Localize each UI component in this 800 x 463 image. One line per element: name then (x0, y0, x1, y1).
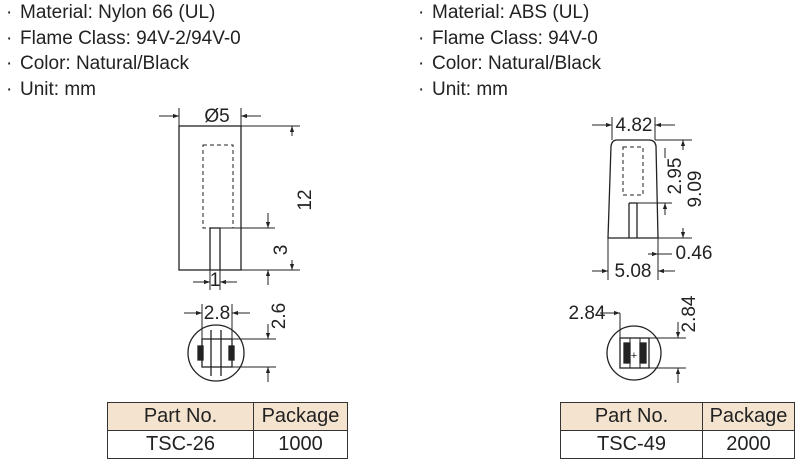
left-top-dimension-lines (184, 304, 276, 382)
left-part-top-view (187, 324, 245, 382)
header-package: Package (253, 402, 348, 431)
dim-top-height: 2.84 (679, 295, 700, 332)
cell-package: 2000 (702, 430, 795, 459)
header-part-no: Part No. (107, 402, 254, 431)
table-header-row: Part No. Package (107, 402, 348, 431)
dim-width: 1 (210, 270, 221, 291)
right-part-top-view (606, 325, 662, 381)
dim-top-width: 2.84 (569, 303, 606, 324)
right-top-dimension-labels: 2.84 2.84 + (569, 295, 700, 362)
part-table-left: Part No. Package TSC-26 1000 (107, 402, 348, 459)
table-header-row: Part No. Package (560, 402, 795, 431)
table-row: TSC-49 2000 (560, 430, 795, 459)
spec-flame-class: ·Flame Class: 94V-0 (418, 27, 598, 49)
left-dimension-labels: Ø5 12 3 1 (204, 106, 315, 291)
spec-unit: ·Unit: mm (6, 78, 96, 100)
left-part-side-view (178, 125, 242, 271)
header-package: Package (702, 402, 795, 431)
dim-top-width: 2.8 (204, 303, 230, 324)
spec-unit: ·Unit: mm (418, 78, 508, 100)
table-row: TSC-26 1000 (107, 430, 348, 459)
cell-part-no: TSC-49 (560, 430, 703, 459)
header-part-no: Part No. (560, 402, 703, 431)
dim-slot: 3 (271, 245, 292, 256)
left-dimension-lines (159, 108, 300, 290)
spec-color: ·Color: Natural/Black (6, 53, 189, 74)
dim-top-width: 4.82 (616, 115, 653, 136)
spec-list-left: ·Material: Nylon 66 (UL) ·Flame Class: 9… (6, 0, 241, 102)
part-table-right: Part No. Package TSC-49 2000 (560, 402, 795, 459)
dim-height: 9.09 (685, 171, 706, 208)
spec-flame-class: ·Flame Class: 94V-2/94V-0 (6, 27, 241, 49)
dim-diameter: Ø5 (204, 106, 229, 127)
dim-inner-depth: 2.95 (665, 158, 686, 195)
left-top-dimension-labels: 2.8 2.6 (204, 303, 290, 329)
cell-package: 1000 (253, 430, 348, 459)
right-dimension-lines (592, 117, 692, 280)
dim-top-height: 2.6 (269, 303, 290, 329)
plus-mark: + (631, 350, 637, 362)
right-dimension-labels: 4.82 2.95 9.09 0.46 5.08 (615, 115, 713, 282)
spec-list-right: ·Material: ABS (UL) ·Flame Class: 94V-0 … (418, 0, 601, 102)
spec-color: ·Color: Natural/Black (418, 53, 601, 74)
dim-base-width: 5.08 (615, 261, 652, 282)
spec-material: ·Material: Nylon 66 (UL) (6, 2, 216, 23)
cell-part-no: TSC-26 (107, 430, 254, 459)
spec-material: ·Material: ABS (UL) (418, 2, 590, 23)
right-part-side-view (607, 139, 659, 239)
right-top-dimension-lines (600, 310, 686, 383)
dim-gap: 0.46 (676, 243, 713, 264)
dim-height: 12 (295, 189, 316, 210)
